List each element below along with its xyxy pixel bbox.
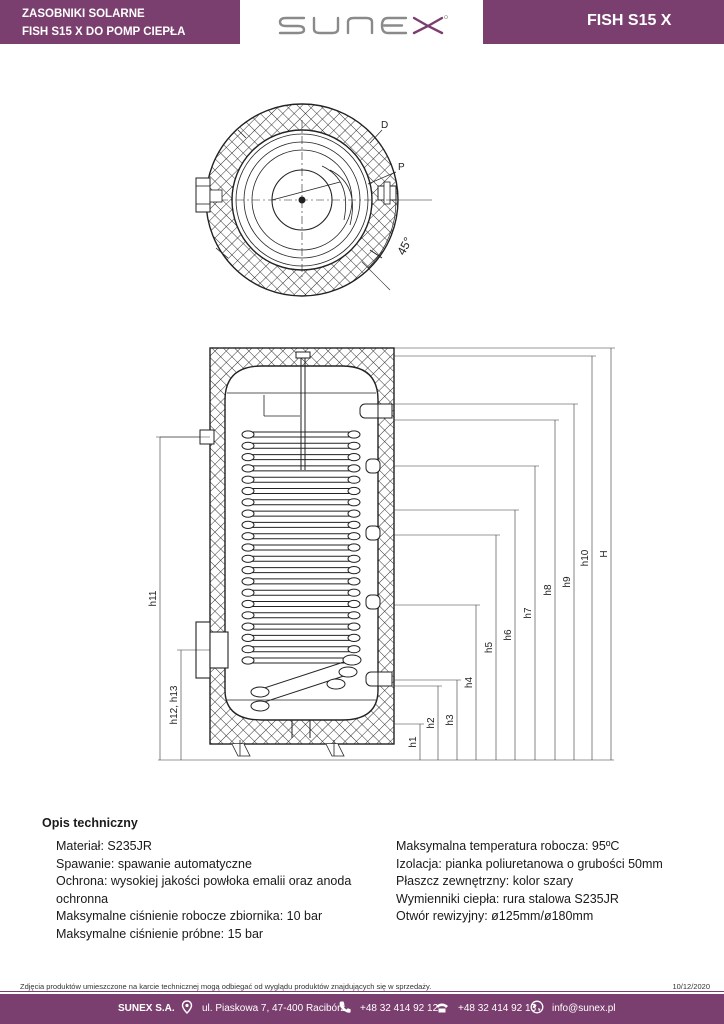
globe-icon — [530, 1000, 544, 1014]
footer-phone[interactable]: +48 32 414 92 12 — [360, 1003, 439, 1014]
spec-item: Izolacja: pianka poliuretanowa o grubośc… — [396, 856, 663, 871]
spec-item: Otwór rewizyjny: ø125mm/ø180mm — [396, 909, 594, 924]
technical-drawing: D P 45° — [148, 103, 615, 761]
spec-title: Opis techniczny — [42, 816, 138, 830]
spec-right-column: Maksymalna temperatura robocza: 95ºC Izo… — [396, 838, 696, 926]
dimension-label-h3: h3 — [445, 714, 456, 726]
dimension-label-h4: h4 — [464, 677, 475, 689]
spec-item: Materiał: S235JR — [56, 839, 152, 853]
sunex-logo — [278, 15, 448, 35]
spec-item: Maksymalne ciśnienie próbne: 15 bar — [56, 926, 264, 941]
spec-item: Maksymalna temperatura robocza: 95ºC — [396, 839, 620, 853]
location-icon — [181, 1000, 193, 1014]
phone-icon — [339, 1001, 351, 1013]
dimension-label-h7: h7 — [523, 607, 534, 619]
category-line-2: FISH S15 X DO POMP CIEPŁA — [22, 26, 186, 38]
dimension-label-h6: h6 — [503, 629, 514, 641]
dimension-label-h8: h8 — [543, 584, 554, 596]
spec-item: Ochrona: wysokiej jakości powłoka emalii… — [56, 874, 352, 906]
category-line-1: ZASOBNIKI SOLARNE — [22, 8, 145, 20]
dimension-label-h2: h2 — [426, 717, 437, 729]
footer-email[interactable]: info@sunex.pl — [552, 1003, 616, 1014]
label-d: D — [381, 120, 388, 131]
spec-item: Wymienniki ciepła: rura stalowa S235JR — [396, 891, 619, 906]
spec-left-column: Materiał: S235JR Spawanie: spawanie auto… — [56, 838, 356, 944]
fax-icon — [436, 1003, 448, 1013]
header-model-band: FISH S15 X — [483, 0, 724, 44]
dimension-label-h1: h1 — [408, 736, 419, 748]
dimension-label-h11: h11 — [148, 590, 159, 606]
dimension-label-h5: h5 — [484, 642, 495, 654]
dimension-label-h12-h13: h12, h13 — [169, 685, 180, 724]
label-p: P — [398, 162, 405, 173]
document-date: 10/12/2020 — [672, 982, 710, 991]
spec-item: Spawanie: spawanie automatyczne — [56, 856, 252, 871]
footer-address: ul. Piaskowa 7, 47-400 Racibórz — [202, 1003, 346, 1014]
side-section — [160, 347, 395, 757]
dimension-label-h: H — [599, 550, 610, 557]
top-view — [195, 103, 432, 297]
spec-item: Płaszcz zewnętrzny: kolor szary — [396, 874, 574, 889]
footer-bar: SUNEX S.A. ul. Piaskowa 7, 47-400 Racibó… — [0, 994, 724, 1024]
model-title: FISH S15 X — [587, 12, 672, 29]
disclaimer: Zdjęcia produktów umieszczone na karcie … — [20, 982, 432, 991]
dimension-label-h9: h9 — [562, 576, 573, 588]
dimension-lines — [156, 347, 615, 761]
footer-fax[interactable]: +48 32 414 92 13 — [458, 1003, 537, 1014]
dimension-label-h10: h10 — [580, 549, 591, 566]
footer-company: SUNEX S.A. — [118, 1003, 175, 1014]
spec-item: Maksymalne ciśnienie robocze zbiornika: … — [56, 909, 323, 924]
header-category-band: ZASOBNIKI SOLARNE FISH S15 X DO POMP CIE… — [0, 0, 240, 44]
footer-divider — [0, 991, 724, 992]
label-angle: 45° — [394, 235, 415, 258]
